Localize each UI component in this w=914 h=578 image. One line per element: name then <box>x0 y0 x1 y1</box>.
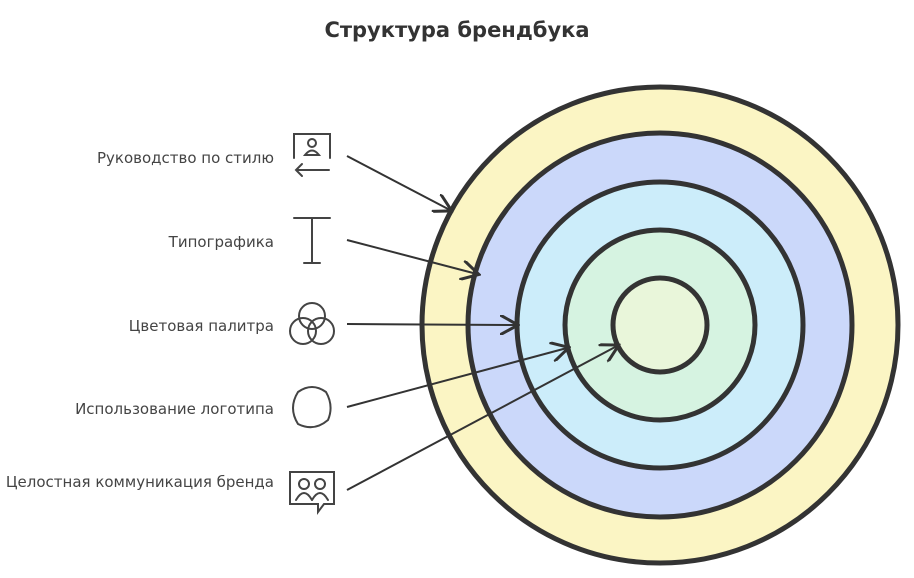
typography-icon <box>293 217 331 264</box>
communication-icon <box>289 471 335 515</box>
diagram-title: Структура брендбука <box>324 18 590 42</box>
arrow-1 <box>346 155 450 210</box>
label-color-palette: Цветовая палитра <box>128 317 274 335</box>
arrow-3 <box>346 324 516 325</box>
style-guide-icon <box>293 133 331 177</box>
label-style-guide: Руководство по стилю <box>96 149 274 167</box>
arrow-2 <box>346 239 477 274</box>
concentric-rings <box>419 84 901 566</box>
arrow-4 <box>346 348 567 408</box>
logo-icon <box>292 386 332 429</box>
label-logo-usage: Использование логотипа <box>75 400 274 418</box>
label-typography: Типографика <box>168 233 274 251</box>
color-palette-icon <box>289 302 335 345</box>
ring-core <box>610 275 710 375</box>
arrow-5 <box>346 346 617 491</box>
label-brand-communication: Целостная коммуникация бренда <box>5 473 274 491</box>
